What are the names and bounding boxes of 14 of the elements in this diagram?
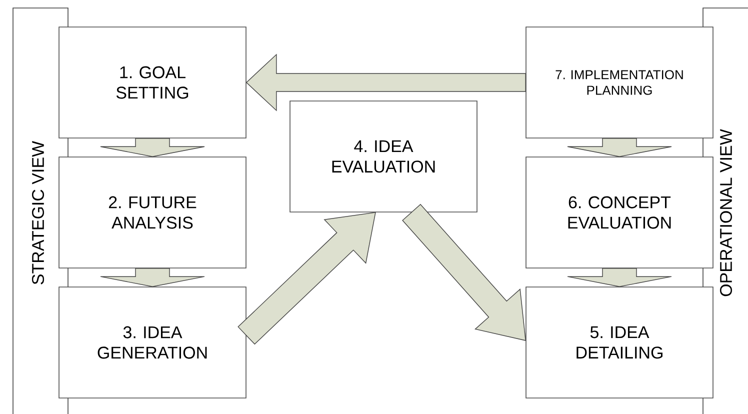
process-box: 4. IDEA EVALUATION <box>290 100 478 212</box>
block-arrow <box>567 138 672 157</box>
block-arrow <box>567 268 672 287</box>
process-box: 1. GOAL SETTING <box>58 26 246 138</box>
process-box: 6. CONCEPT EVALUATION <box>526 156 714 268</box>
block-arrow <box>246 54 526 112</box>
block-arrow <box>100 268 205 287</box>
block-arrow <box>238 212 376 345</box>
block-arrow <box>402 204 526 341</box>
process-box: 5. IDEA DETAILING <box>526 286 714 398</box>
process-box: 2. FUTURE ANALYSIS <box>58 156 246 268</box>
process-box: 7. IMPLEMENTATION PLANNING <box>526 26 714 138</box>
process-box: 3. IDEA GENERATION <box>58 286 246 398</box>
block-arrow <box>100 138 205 157</box>
